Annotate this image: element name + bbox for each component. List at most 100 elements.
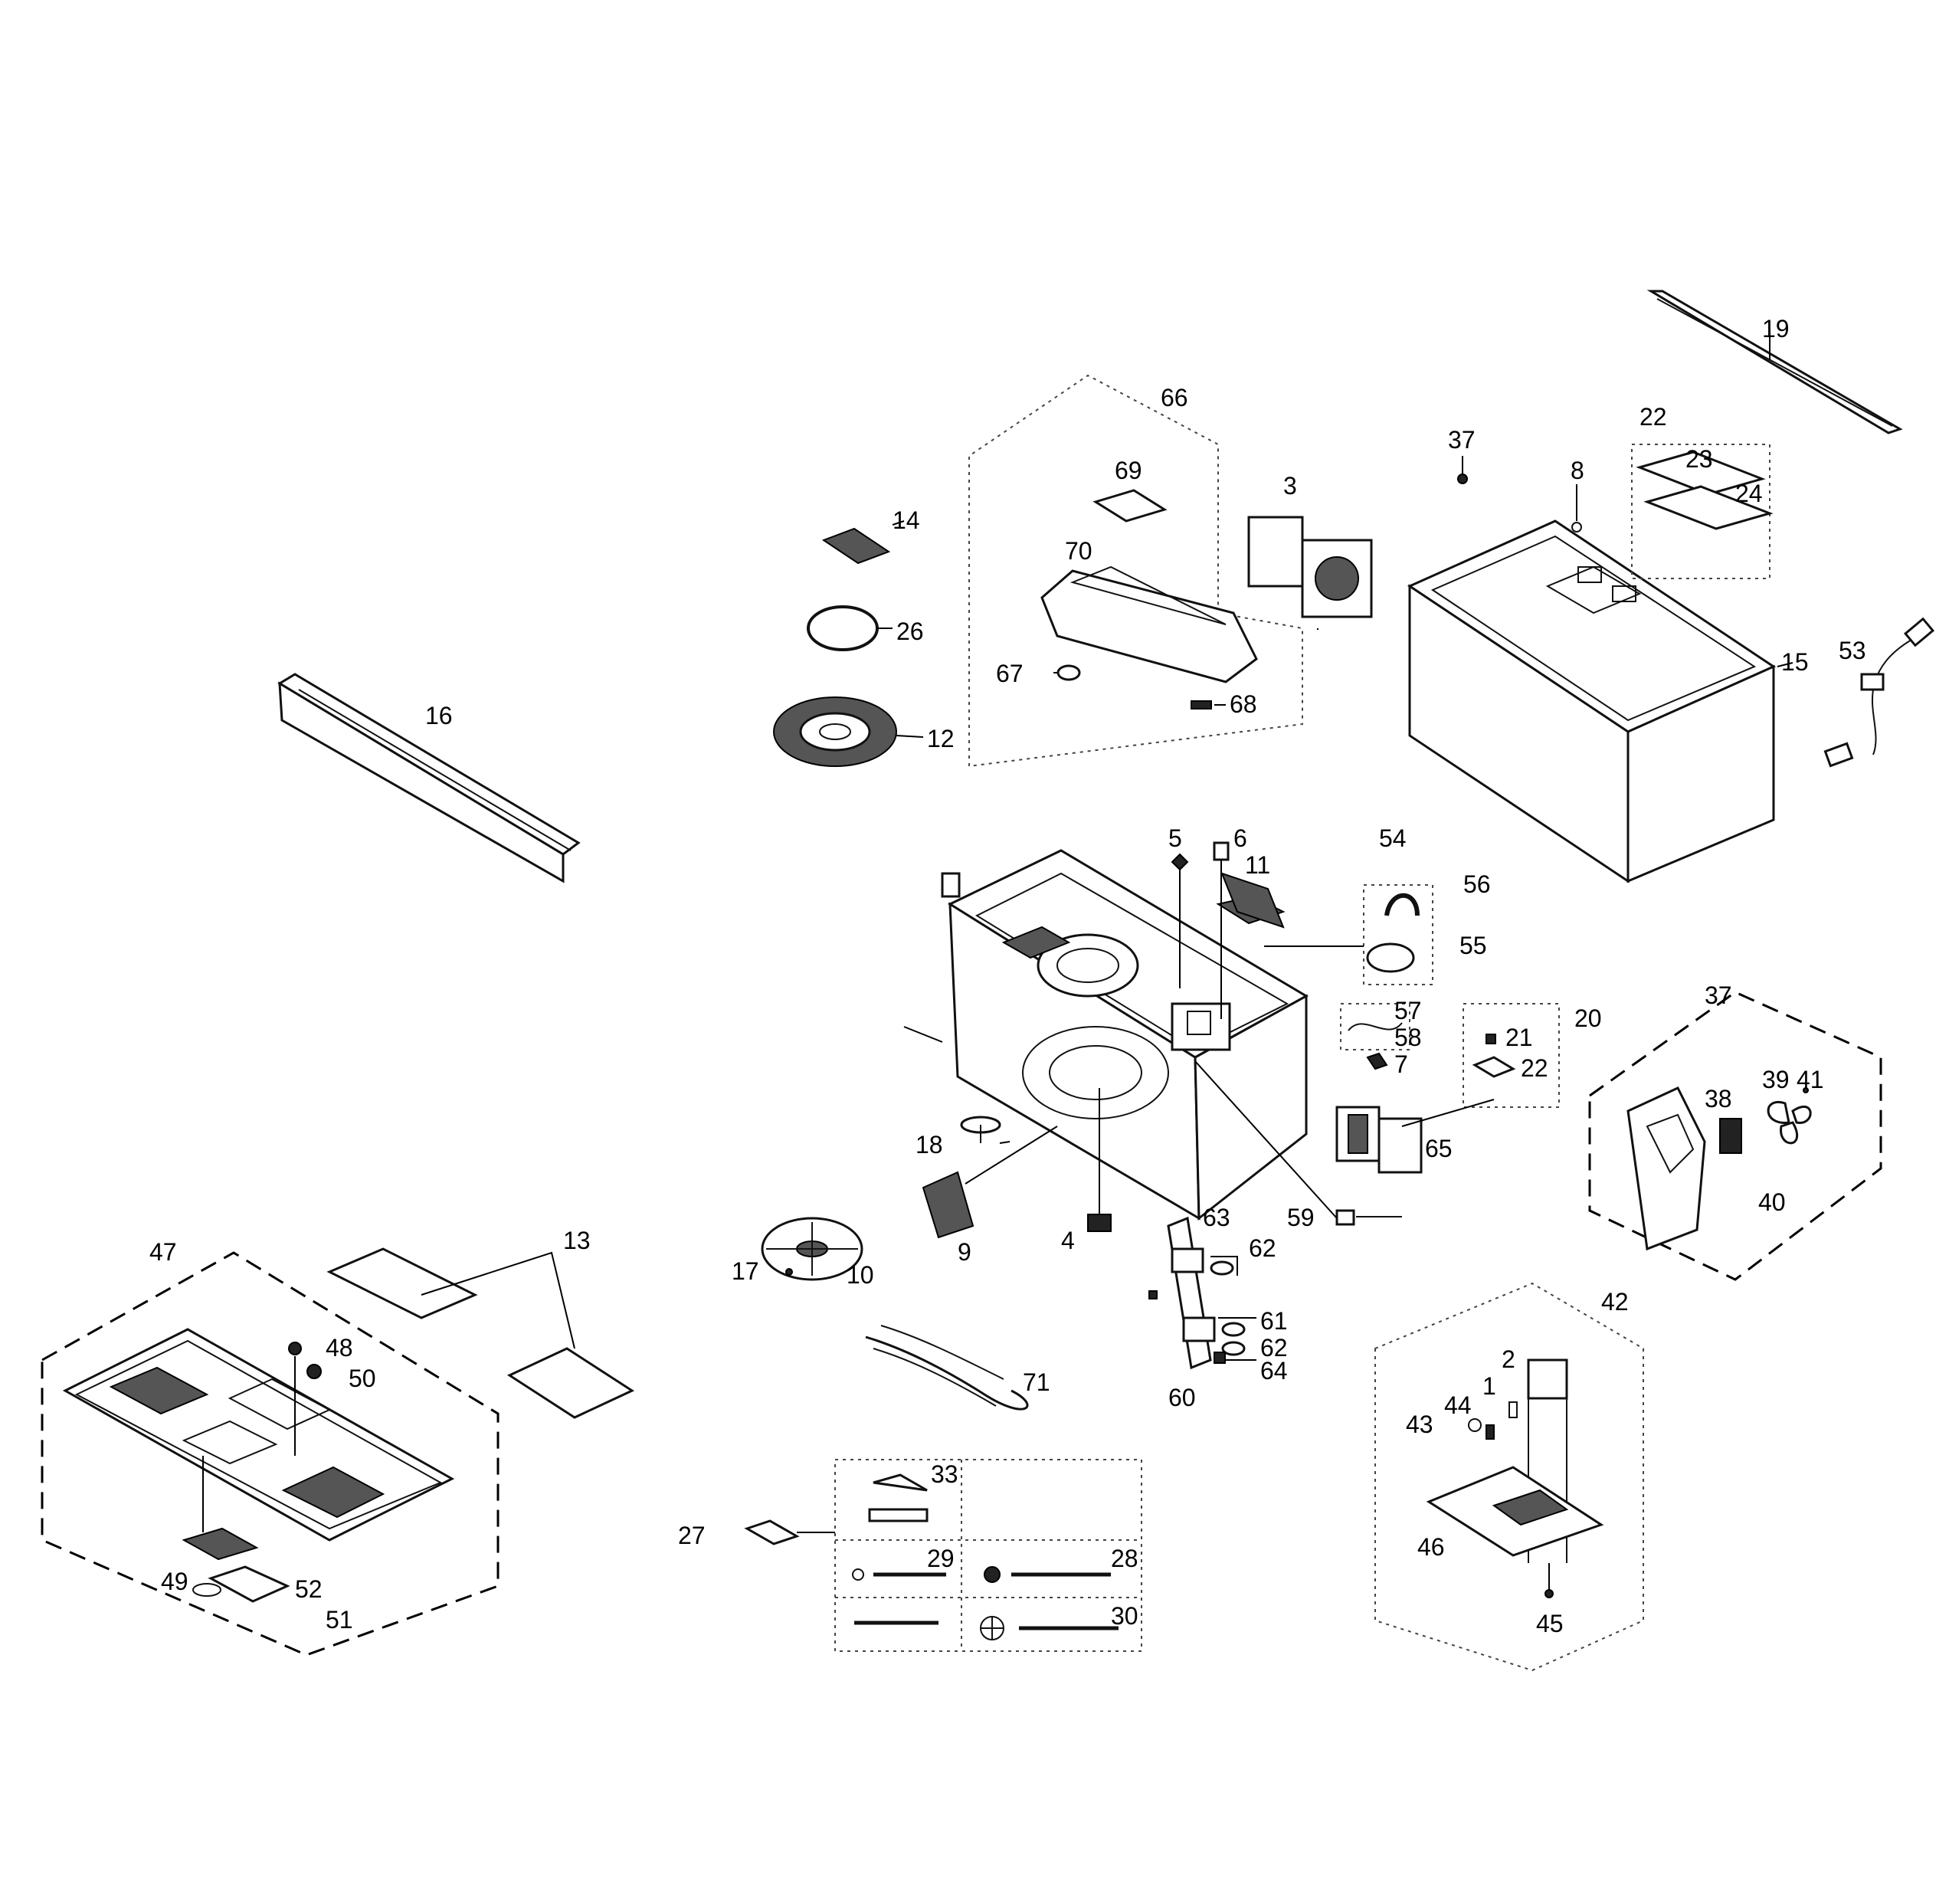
label-55: 55 [1459, 932, 1487, 959]
label-41: 41 [1797, 1066, 1824, 1093]
label-58: 58 [1394, 1024, 1422, 1051]
label-28: 28 [1111, 1545, 1138, 1572]
part-53-power-cord [1823, 617, 1935, 768]
label-15: 15 [1781, 648, 1809, 676]
label-38: 38 [1705, 1085, 1732, 1113]
part-50-socket [306, 1364, 322, 1379]
label-17: 17 [732, 1257, 759, 1285]
label-20: 20 [1574, 1004, 1602, 1032]
label-67: 67 [996, 660, 1024, 687]
label-62b: 62 [1260, 1334, 1288, 1362]
label-7: 7 [1394, 1050, 1408, 1078]
label-37: 37 [1705, 981, 1732, 1009]
part-19-top-trim [1646, 290, 1903, 434]
label-66: 66 [1161, 384, 1188, 411]
part-11-vent [1220, 872, 1285, 929]
label-1: 1 [1482, 1372, 1496, 1400]
label-23: 22 [1639, 403, 1667, 431]
part-65-transformer [1335, 1099, 1495, 1174]
label-21: 21 [1505, 1024, 1533, 1051]
label-25: 24 [1735, 480, 1763, 507]
label-54: 54 [1379, 824, 1407, 852]
label-57: 57 [1394, 997, 1422, 1024]
label-61: 61 [1260, 1307, 1288, 1335]
label-29: 29 [927, 1545, 955, 1572]
label-62a: 62 [1249, 1234, 1276, 1262]
part-20-group [1463, 1003, 1560, 1108]
label-63: 63 [1203, 1204, 1230, 1231]
label-19: 19 [1762, 315, 1790, 342]
label-53: 53 [1839, 637, 1866, 664]
label-18: 18 [916, 1131, 943, 1158]
part-13-filter-bottom [506, 1347, 635, 1419]
label-33: 37 [1448, 426, 1476, 454]
label-10: 10 [847, 1261, 874, 1289]
label-48: 48 [326, 1334, 353, 1362]
part-52-grille [182, 1527, 259, 1561]
part-48-bulb [288, 1342, 302, 1355]
label-69: 69 [1115, 457, 1142, 484]
label-70: 70 [1065, 537, 1092, 565]
label-65: 65 [1425, 1135, 1453, 1162]
label-47: 47 [149, 1238, 177, 1266]
part-12-glass-tray [773, 696, 897, 767]
part-59-sensor [1194, 1060, 1402, 1226]
label-46: 46 [1417, 1533, 1445, 1561]
label-40: 40 [1758, 1188, 1786, 1216]
part-54-56-capacitor-group [1264, 884, 1433, 985]
label-24: 23 [1685, 445, 1713, 473]
part-49-lens [192, 1583, 221, 1597]
part-57-58-fuse [1340, 1003, 1410, 1050]
part-14-grille [821, 527, 891, 565]
label-9: 9 [958, 1238, 971, 1266]
label-8: 8 [1571, 457, 1584, 484]
part-47-base-group [41, 1251, 500, 1657]
label-56: 56 [1463, 870, 1491, 898]
part-71-wire-harness [865, 1325, 1029, 1411]
label-11: 11 [1245, 851, 1270, 879]
part-4-coupler [1087, 1214, 1112, 1232]
label-16: 16 [425, 702, 453, 729]
label-45: 45 [1536, 1610, 1564, 1637]
label-5: 5 [1168, 824, 1182, 852]
label-14: 14 [893, 506, 920, 534]
label-13: 13 [563, 1227, 591, 1254]
part-60-latch-board [1148, 1216, 1256, 1370]
label-68: 68 [1230, 690, 1257, 718]
label-43: 43 [1406, 1411, 1433, 1438]
label-22: 22 [1521, 1054, 1548, 1082]
part-27-hardware-kit [744, 1459, 1142, 1652]
label-2: 2 [1502, 1345, 1515, 1373]
label-12: 12 [927, 725, 955, 752]
part-16-front-bar [277, 673, 581, 883]
label-52: 52 [295, 1575, 323, 1603]
part-10-roller-base [761, 1217, 863, 1281]
label-31: 33 [931, 1460, 958, 1488]
part-42-light-group [1374, 1282, 1644, 1672]
part-9-mesh-cover [922, 1171, 974, 1239]
main-chassis [941, 841, 1309, 1221]
label-26: 26 [896, 618, 924, 645]
label-30: 30 [1111, 1602, 1138, 1630]
label-44: 44 [1444, 1391, 1472, 1419]
label-39: 39 [1762, 1066, 1790, 1093]
label-49: 49 [161, 1568, 188, 1595]
label-27: 27 [678, 1522, 706, 1549]
part-33-screw [1457, 474, 1468, 484]
part-66-fan-assembly-group [968, 374, 1373, 767]
part-37-fan-group [1588, 991, 1882, 1281]
label-42: 42 [1601, 1288, 1629, 1316]
part-39-fan-blade [1767, 1100, 1812, 1145]
label-71: 71 [1023, 1368, 1050, 1396]
part-7-clip [1366, 1052, 1388, 1070]
part-13-filter-top [326, 1247, 478, 1319]
label-6: 6 [1233, 824, 1247, 852]
label-60: 60 [1168, 1384, 1196, 1411]
label-3: 3 [1283, 472, 1297, 500]
part-23-control-assembly [1631, 444, 1774, 579]
part-18-roller [960, 1116, 1001, 1143]
label-59: 59 [1287, 1204, 1315, 1231]
label-50: 50 [349, 1365, 376, 1392]
label-4: 4 [1061, 1227, 1075, 1254]
